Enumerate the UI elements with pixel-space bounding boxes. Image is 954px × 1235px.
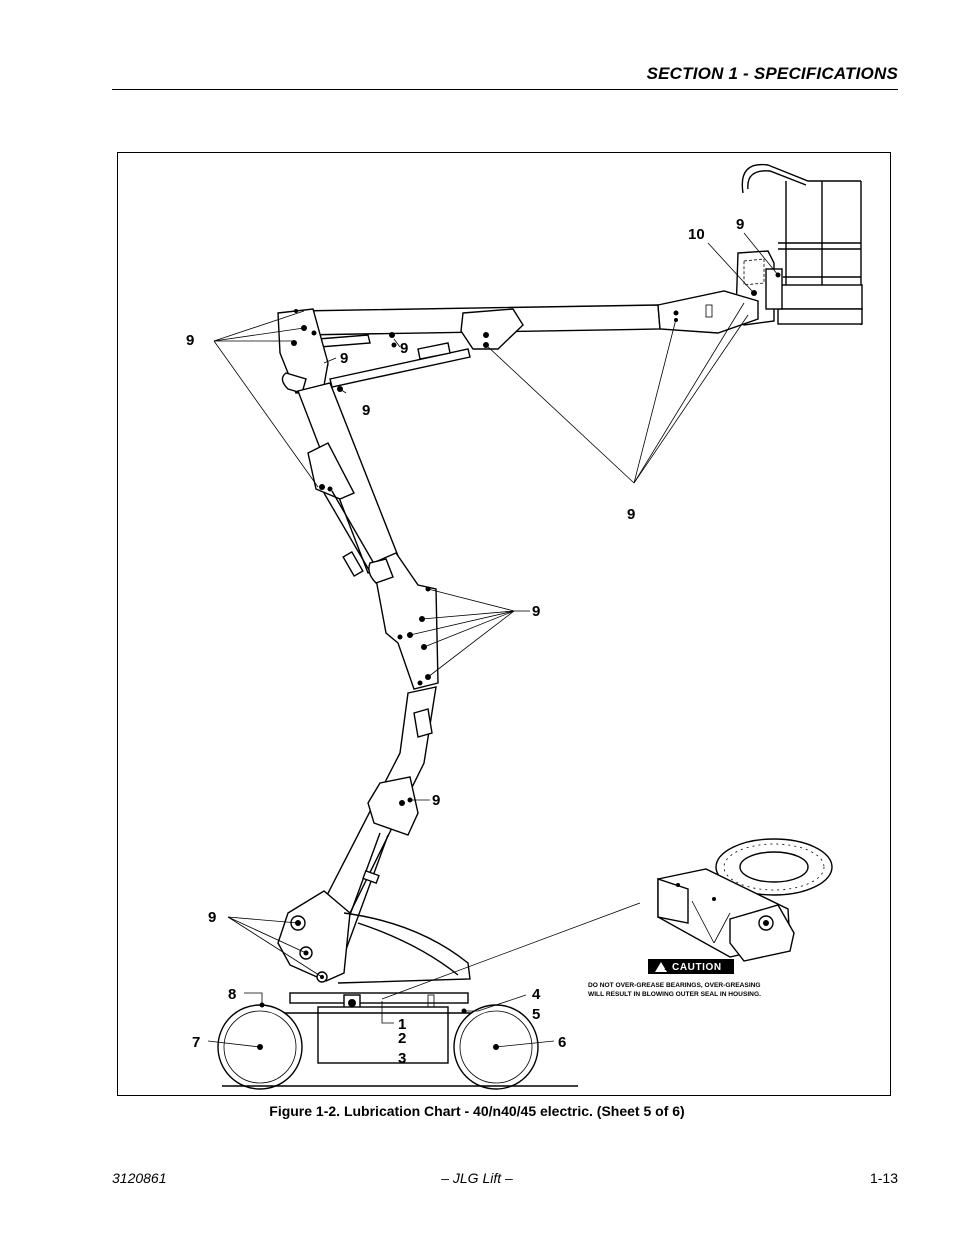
callout-9-fly-boom: 9 (627, 506, 635, 523)
callout-8: 8 (228, 986, 236, 1003)
caution-label-text: CAUTION (672, 962, 722, 973)
fly-boom (297, 290, 759, 392)
publisher: – JLG Lift – (441, 1170, 513, 1186)
doc-number: 3120861 (112, 1170, 167, 1186)
callout-9-upper-left: 9 (186, 332, 194, 349)
callout-2: 2 (398, 1030, 406, 1047)
caution-line-2: WILL RESULT IN BLOWING OUTER SEAL IN HOU… (588, 991, 761, 998)
callout-9-upper-a: 9 (340, 350, 348, 367)
svg-text:!: ! (664, 963, 667, 972)
callout-9-upper-c: 9 (362, 402, 370, 419)
callout-1: 1 (398, 1016, 406, 1033)
callout-7: 7 (192, 1034, 200, 1051)
caution-label: ! CAUTION DO NOT OVER-GREASE BEARINGS, O… (588, 959, 761, 998)
upper-knuckle (277, 308, 407, 624)
boom-lift-diagram: ! CAUTION DO NOT OVER-GREASE BEARINGS, O… (186, 163, 863, 1090)
callout-9-base: 9 (208, 909, 216, 926)
callout-9-lower-boom: 9 (432, 792, 440, 809)
section-title: SECTION 1 - SPECIFICATIONS (646, 64, 898, 83)
leader-lines (207, 232, 779, 1048)
mid-knuckle (368, 552, 439, 690)
lubrication-chart-figure: ! CAUTION DO NOT OVER-GREASE BEARINGS, O… (117, 152, 891, 1096)
callout-9-platform: 9 (736, 216, 744, 233)
header-rule (112, 89, 898, 90)
figure-caption: Figure 1-2. Lubrication Chart - 40/n40/4… (269, 1103, 685, 1119)
callout-10: 10 (688, 226, 705, 243)
caution-line-1: DO NOT OVER-GREASE BEARINGS, OVER-GREASI… (588, 982, 761, 989)
callout-9-upper-b: 9 (400, 340, 408, 357)
callout-3: 3 (398, 1050, 406, 1067)
callout-4: 4 (532, 986, 541, 1003)
lower-boom (322, 686, 437, 956)
page-number: 1-13 (869, 1170, 898, 1186)
turntable-base (217, 890, 578, 1090)
callout-5: 5 (532, 1006, 540, 1023)
callout-6: 6 (558, 1034, 566, 1051)
swing-bearing-inset (657, 838, 833, 962)
callout-9-mid: 9 (532, 603, 540, 620)
